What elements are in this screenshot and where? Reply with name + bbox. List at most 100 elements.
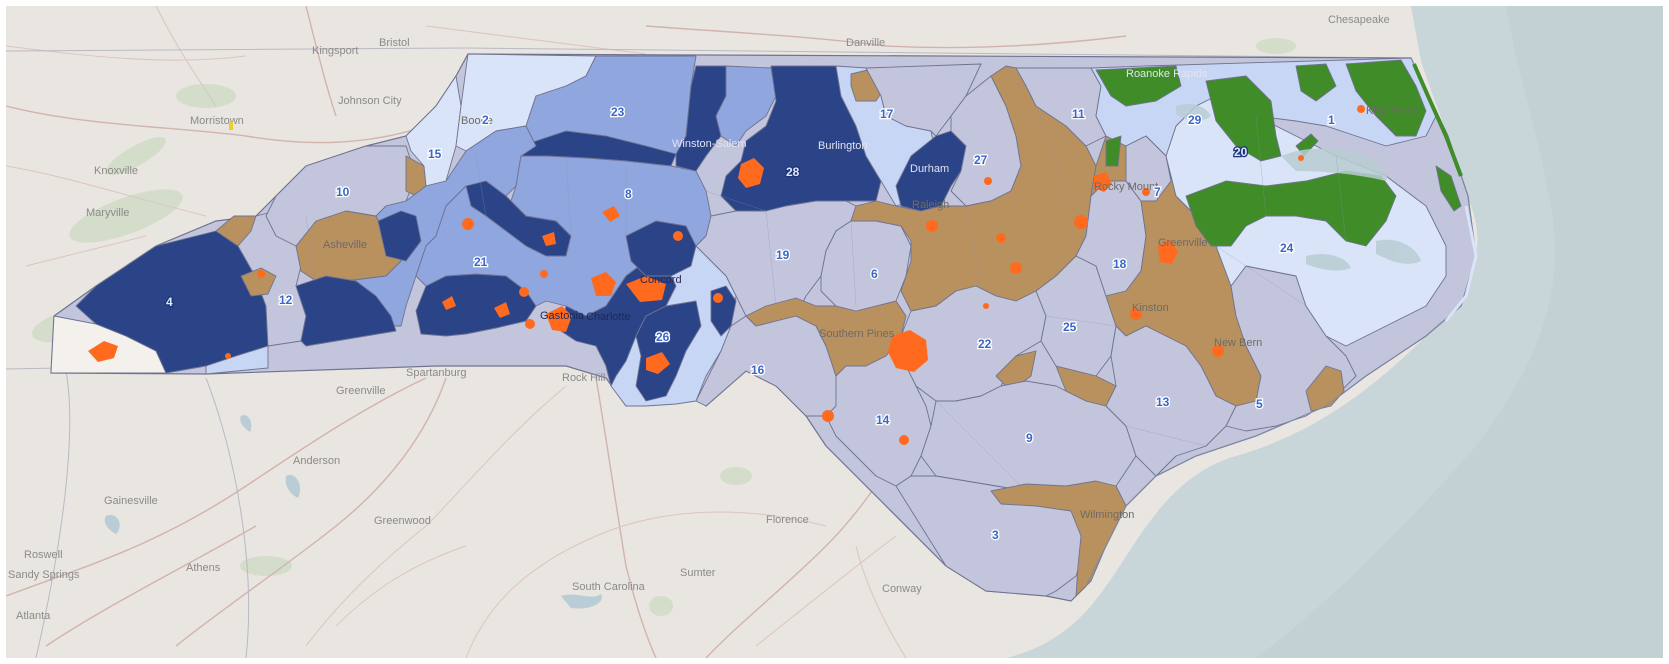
district-label[interactable]: 13 xyxy=(1155,394,1171,411)
ocean-shelf xyxy=(1256,6,1663,658)
location-marker xyxy=(229,122,233,130)
place-label-sumter: Sumter xyxy=(680,567,716,579)
district-label[interactable]: 26 xyxy=(655,329,671,346)
place-label-gastonia: Gastonia xyxy=(540,310,585,322)
district-shape[interactable] xyxy=(240,267,277,297)
place-label-florence: Florence xyxy=(766,514,809,526)
district-shape[interactable] xyxy=(1185,170,1397,247)
place-label-south-carolina: South Carolina xyxy=(572,581,646,593)
outer-banks xyxy=(1444,205,1478,322)
place-label-kinston: Kinston xyxy=(1132,302,1169,314)
district-label[interactable]: 9 xyxy=(1025,430,1035,447)
place-label-atlanta: Atlanta xyxy=(16,610,51,622)
district-label[interactable]: 21 xyxy=(473,254,489,271)
district-label[interactable]: 24 xyxy=(1279,240,1295,257)
district-label[interactable]: 3 xyxy=(991,527,1001,544)
barrier-islands xyxy=(1412,63,1463,177)
district-map[interactable]: Bristol Danville Chesapeake Kingsport Jo… xyxy=(6,6,1663,658)
district-label[interactable]: 15 xyxy=(427,146,443,163)
district-shape[interactable] xyxy=(215,215,257,247)
place-label-danville: Danville xyxy=(846,37,885,49)
place-label-anderson: Anderson xyxy=(293,455,340,467)
place-label-maryville: Maryville xyxy=(86,207,129,219)
district-label[interactable]: 4 xyxy=(165,294,175,311)
district-label[interactable]: 7 xyxy=(1153,184,1163,201)
place-label-bristol: Bristol xyxy=(379,37,410,49)
district-label[interactable]: 12 xyxy=(278,292,294,309)
place-label-concord: Concord xyxy=(640,274,682,286)
district-label[interactable]: 25 xyxy=(1062,319,1078,336)
place-label-morristown: Morristown xyxy=(190,115,244,127)
district-shape[interactable] xyxy=(1105,325,1237,477)
lakes xyxy=(104,415,602,609)
district-label[interactable]: 10 xyxy=(335,184,351,201)
district-label[interactable]: 19 xyxy=(775,247,791,264)
place-label-charlotte: Charlotte xyxy=(586,311,631,323)
district-shape[interactable] xyxy=(295,275,397,347)
map-viewport[interactable]: Bristol Danville Chesapeake Kingsport Jo… xyxy=(6,6,1663,658)
district-shape[interactable] xyxy=(990,480,1127,597)
place-label-greenville-nc: Greenville xyxy=(1158,237,1208,249)
district-shape[interactable] xyxy=(1295,63,1337,102)
district-shape[interactable] xyxy=(1435,165,1462,212)
district-shape[interactable] xyxy=(895,130,967,212)
place-label-rocky-mount: Rocky Mount xyxy=(1094,181,1158,193)
place-label-greenville: Greenville xyxy=(336,385,386,397)
district-shape[interactable] xyxy=(377,210,422,262)
district-shape[interactable] xyxy=(1125,135,1172,202)
district-label[interactable]: 18 xyxy=(1112,256,1128,273)
district-shape[interactable] xyxy=(405,75,462,187)
district-label[interactable]: 17 xyxy=(879,106,895,123)
district-label[interactable]: 28 xyxy=(785,164,801,181)
district-label[interactable]: 5 xyxy=(1255,396,1265,413)
district-shape[interactable] xyxy=(415,155,712,317)
place-label-conway: Conway xyxy=(882,583,922,595)
place-label-burlington: Burlington xyxy=(818,140,868,152)
place-label-durham: Durham xyxy=(910,163,949,175)
place-label-asheville: Asheville xyxy=(323,239,367,251)
place-label-chesapeake: Chesapeake xyxy=(1328,14,1390,26)
district-label[interactable]: 14 xyxy=(875,412,891,429)
place-label-rock-hill: Rock Hill xyxy=(562,372,605,384)
place-label-roswell: Roswell xyxy=(24,549,63,561)
district-label[interactable]: 16 xyxy=(750,362,766,379)
place-label-sandy-springs: Sandy Springs xyxy=(8,569,80,581)
place-label-greenwood: Greenwood xyxy=(374,515,431,527)
district-label[interactable]: 29 xyxy=(1187,112,1203,129)
district-label[interactable]: 27 xyxy=(973,152,989,169)
district-label[interactable]: 22 xyxy=(977,336,993,353)
place-label-knoxville: Knoxville xyxy=(94,165,138,177)
place-label-boone: Boone xyxy=(461,115,493,127)
state-borders xyxy=(6,47,1412,658)
green-districts xyxy=(1095,59,1462,247)
inside-place-labels: Asheville Charlotte Burlington Wilmingto… xyxy=(323,68,1418,521)
district-shape[interactable] xyxy=(865,63,982,137)
district-labels: 2 23 17 11 29 1 15 27 10 8 7 21 19 6 18 … xyxy=(165,104,1337,544)
place-label-raleigh: Raleigh xyxy=(912,199,949,211)
place-label-johnson-city: Johnson City xyxy=(338,95,402,107)
place-label-kitty-hawk: Kitty Hawk xyxy=(1366,105,1418,117)
sound-waters xyxy=(1176,104,1421,271)
place-label-gainesville: Gainesville xyxy=(104,495,158,507)
outside-place-labels: Bristol Danville Chesapeake Kingsport Jo… xyxy=(8,14,1390,622)
district-label[interactable]: 20 xyxy=(1233,144,1249,161)
place-label-spartanburg: Spartanburg xyxy=(406,367,467,379)
district-label[interactable]: 2 xyxy=(481,112,491,129)
district-shape[interactable] xyxy=(1105,135,1122,167)
place-label-wilmington: Wilmington xyxy=(1080,509,1134,521)
district-label[interactable]: 23 xyxy=(610,104,626,121)
district-label[interactable]: 11 xyxy=(1071,106,1087,123)
district-shape[interactable] xyxy=(1095,65,1182,107)
district-shape[interactable] xyxy=(205,345,269,375)
place-label-athens: Athens xyxy=(186,562,221,574)
district-shape[interactable] xyxy=(635,300,702,402)
district-label[interactable]: 1 xyxy=(1327,112,1337,129)
district-label[interactable]: 8 xyxy=(624,186,634,203)
district-label[interactable]: 6 xyxy=(870,266,880,283)
urban-areas xyxy=(88,105,1365,445)
district-shape[interactable] xyxy=(1345,59,1427,137)
district-shape[interactable] xyxy=(820,220,912,312)
place-label-southern-pines: Southern Pines xyxy=(819,328,895,340)
county-lines xyxy=(305,105,1347,492)
place-label-new-bern: New Bern xyxy=(1214,337,1262,349)
